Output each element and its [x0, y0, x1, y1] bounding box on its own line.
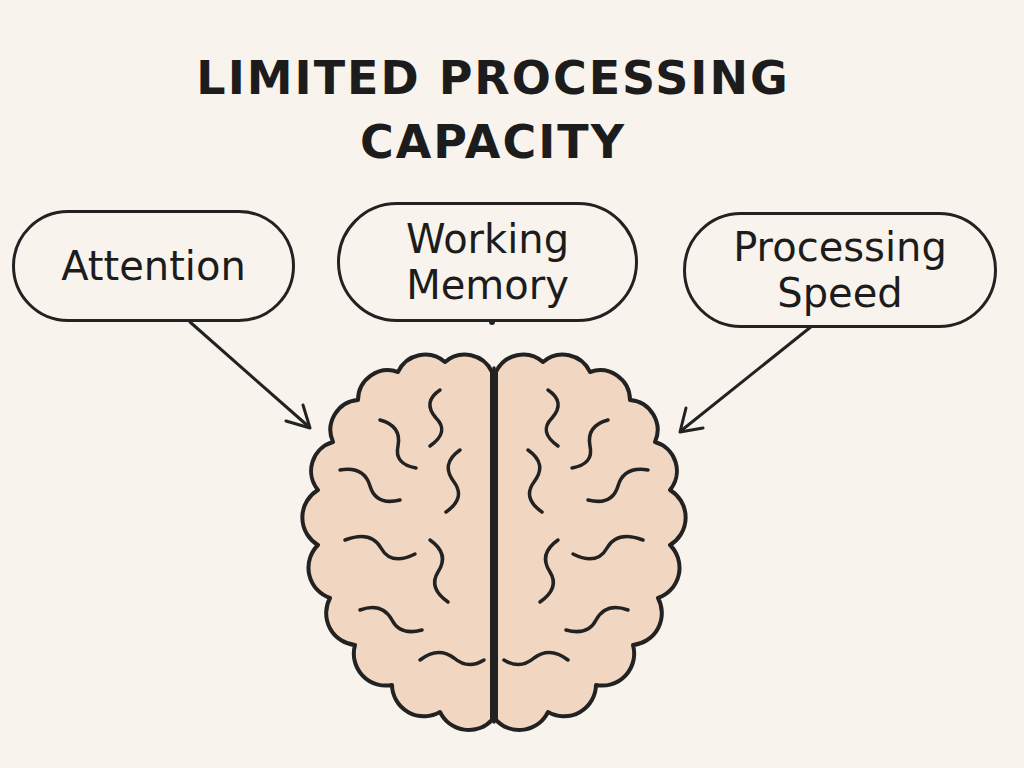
box-label: Attention [47, 243, 260, 289]
rounded-box: Working Memory [337, 202, 638, 322]
rounded-box: Attention [12, 210, 295, 322]
diagram-title: LIMITED PROCESSING CAPACITY [153, 46, 833, 174]
left-hemisphere [302, 355, 492, 730]
arrow-head [286, 405, 310, 428]
rounded-box: Processing Speed [683, 212, 997, 328]
box-label: Working Memory [340, 216, 635, 308]
brain-folds [340, 368, 648, 722]
right-hemisphere [496, 355, 686, 730]
arrow-head [680, 408, 703, 432]
box-label: Processing Speed [686, 224, 994, 316]
leader-arrow [190, 322, 308, 426]
leader-arrow [682, 326, 812, 430]
